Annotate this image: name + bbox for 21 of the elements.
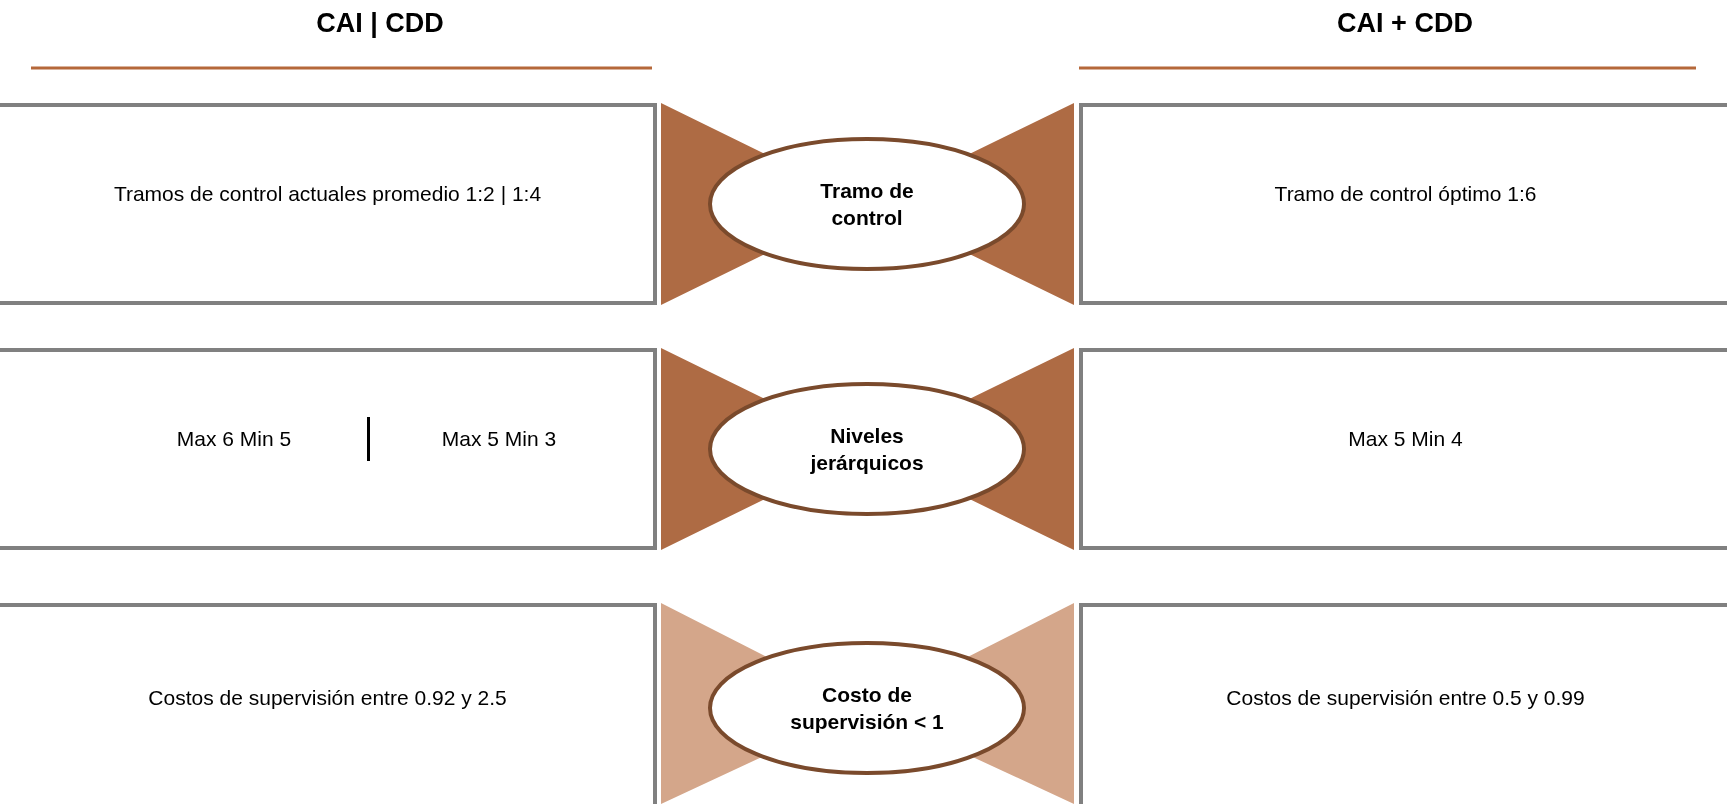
box-text: Costos de supervisión entre 0.5 y 0.99 xyxy=(1226,685,1585,711)
box-text: Max 5 Min 4 xyxy=(1348,426,1463,452)
box-text: Tramos de control actuales promedio 1:2 | 1:4 xyxy=(113,181,542,207)
text-box xyxy=(0,103,657,305)
ellipse-node xyxy=(707,381,1027,517)
ellipse-node xyxy=(707,136,1027,272)
column-heading: CAI | CDD xyxy=(316,8,444,39)
ellipse-node xyxy=(707,640,1027,776)
box-text: Max 5 Min 3 xyxy=(441,426,557,452)
text-box xyxy=(0,603,657,804)
text-box xyxy=(1079,103,1727,305)
text-box xyxy=(1079,603,1727,804)
box-text: Costos de supervisión entre 0.92 y 2.5 xyxy=(148,685,507,711)
box-text: Tramo de control óptimo 1:6 xyxy=(1274,181,1537,207)
box-text: Max 6 Min 5 xyxy=(176,426,292,452)
column-heading: CAI + CDD xyxy=(1337,8,1473,39)
node-label: Tramo de control xyxy=(819,178,915,231)
text-box xyxy=(1079,348,1727,550)
node-label: Niveles jerárquicos xyxy=(809,423,925,476)
text-box xyxy=(0,348,657,550)
node-label: Costo de supervisión < 1 xyxy=(789,682,945,735)
